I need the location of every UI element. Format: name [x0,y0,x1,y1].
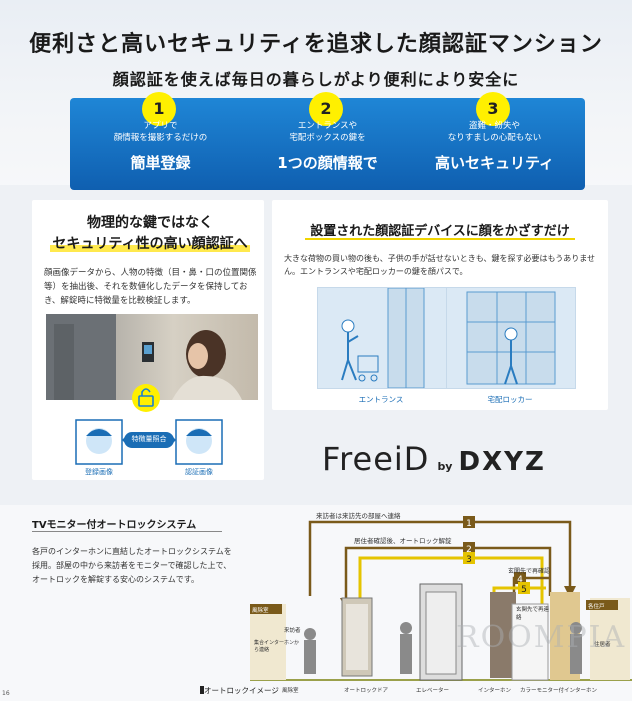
left-area-label: 風除室 [252,608,269,614]
tv-section-body: 各戸のインターホンに直結したオートロックシステムを採用。部屋の中から来訪者をモニ… [32,547,232,584]
svg-text:5: 5 [521,585,527,595]
bottom-label-0: 風除室 [282,688,299,694]
bottom-label-3: インターホン [478,688,512,694]
face-auth-title-1: 物理的な鍵ではなく [87,215,213,231]
device-panel-body: 大きな荷物の買い物の後も、子供の手が話せないときも、鍵を探す必要はもうありません… [284,254,596,276]
feature-card-2: 2 エントランスや宅配ボックスの鍵を 1つの顔情報で [237,92,418,190]
feature-desc-line1: 盗難・紛失や [468,121,520,131]
logo-brand: DXYZ [458,447,546,477]
feature-card-1: 1 アプリで顔情報を撮影するだけの 簡単登録 [70,92,251,190]
locker-label: 宅配ロッカー [487,395,533,404]
feature-headline: 簡単登録 [130,154,191,172]
page-title: 便利さと高いセキュリティを追求した顔認証マンション [29,32,603,57]
freeid-logo: FreeiD by DXYZ [322,440,546,478]
svg-text:1: 1 [466,519,472,529]
intercom-label: 集合インターホンから連絡 [254,640,300,653]
step3-text: 玄関先で再確認 [508,568,551,575]
feature-desc-line2: なりすましの心配もない [447,133,542,143]
face-auth-body: 顔画像データから、人物の特徴（目・鼻・口の位置関係等）を抽出後、それを数値化した… [44,268,257,306]
svg-text:4: 4 [517,575,523,585]
front-label: 玄関先で再連絡 [516,607,550,621]
feature-headline: 高いセキュリティ [434,154,555,172]
entrance-label: エントランス [358,395,404,404]
feature-number: 3 [476,92,510,126]
svg-text:3: 3 [466,555,472,565]
device-panel-title: 設置された顔認証デバイスに顔をかざすだけ [310,224,570,239]
logo-by: by [437,460,453,473]
title-underline [305,238,575,240]
face-scan-photo [46,314,258,400]
registered-image-label: 登録画像 [85,468,113,476]
bottom-label-4: カラーモニター付インターホン [520,688,598,694]
step1-text: 来訪者は来訪先の部屋へ連絡 [316,512,401,520]
step2-text: 居住者確認後、オートロック解錠 [354,537,452,545]
feature-number: 2 [309,92,343,126]
woman-at-scanner-image [46,314,242,400]
page-number: 16 [2,690,10,697]
feature-desc-line2: 宅配ボックスの鍵を [289,133,366,143]
feature-desc-line2: 顔情報を撮影するだけの [113,133,208,143]
resident-label: 住居者 [594,642,611,648]
feature-desc-line1: エントランスや [297,121,358,131]
diagram-caption: オートロックイメージ [204,686,279,695]
face-match-diagram [75,384,223,465]
watermark: ROOMPIA [456,620,627,655]
bottom-label-1: オートロックドア [344,688,389,694]
bottom-label-2: エレベーター [416,688,450,694]
right-area-label: 各住戸 [588,604,605,610]
feature-number: 1 [142,92,176,126]
entrance-illustration [317,287,447,389]
locker-illustration [446,287,576,389]
feature-headline: 1つの顔情報で [277,154,378,172]
feature-desc-line1: アプリで [143,121,178,131]
page-subtitle: 顔認証を使えば毎日の暮らしがより便利により安全に [112,70,520,89]
tv-section-title: TVモニター付オートロックシステム [32,520,197,531]
logo-name: FreeiD [322,440,430,478]
face-auth-title-2: セキュリティ性の高い顔認証へ [50,236,250,252]
tv-section-rule [32,531,222,532]
caption-marker [200,686,204,694]
svg-text:2: 2 [466,545,472,555]
autolock-diagram: 1 2 3 4 5 [250,516,632,681]
auth-image-label: 認証画像 [185,468,213,476]
visitor-label: 来訪者 [284,628,301,634]
feature-card-3: 3 盗難・紛失やなりすましの心配もない 高いセキュリティ [404,92,585,190]
match-label: 特徴量照合 [131,435,167,443]
